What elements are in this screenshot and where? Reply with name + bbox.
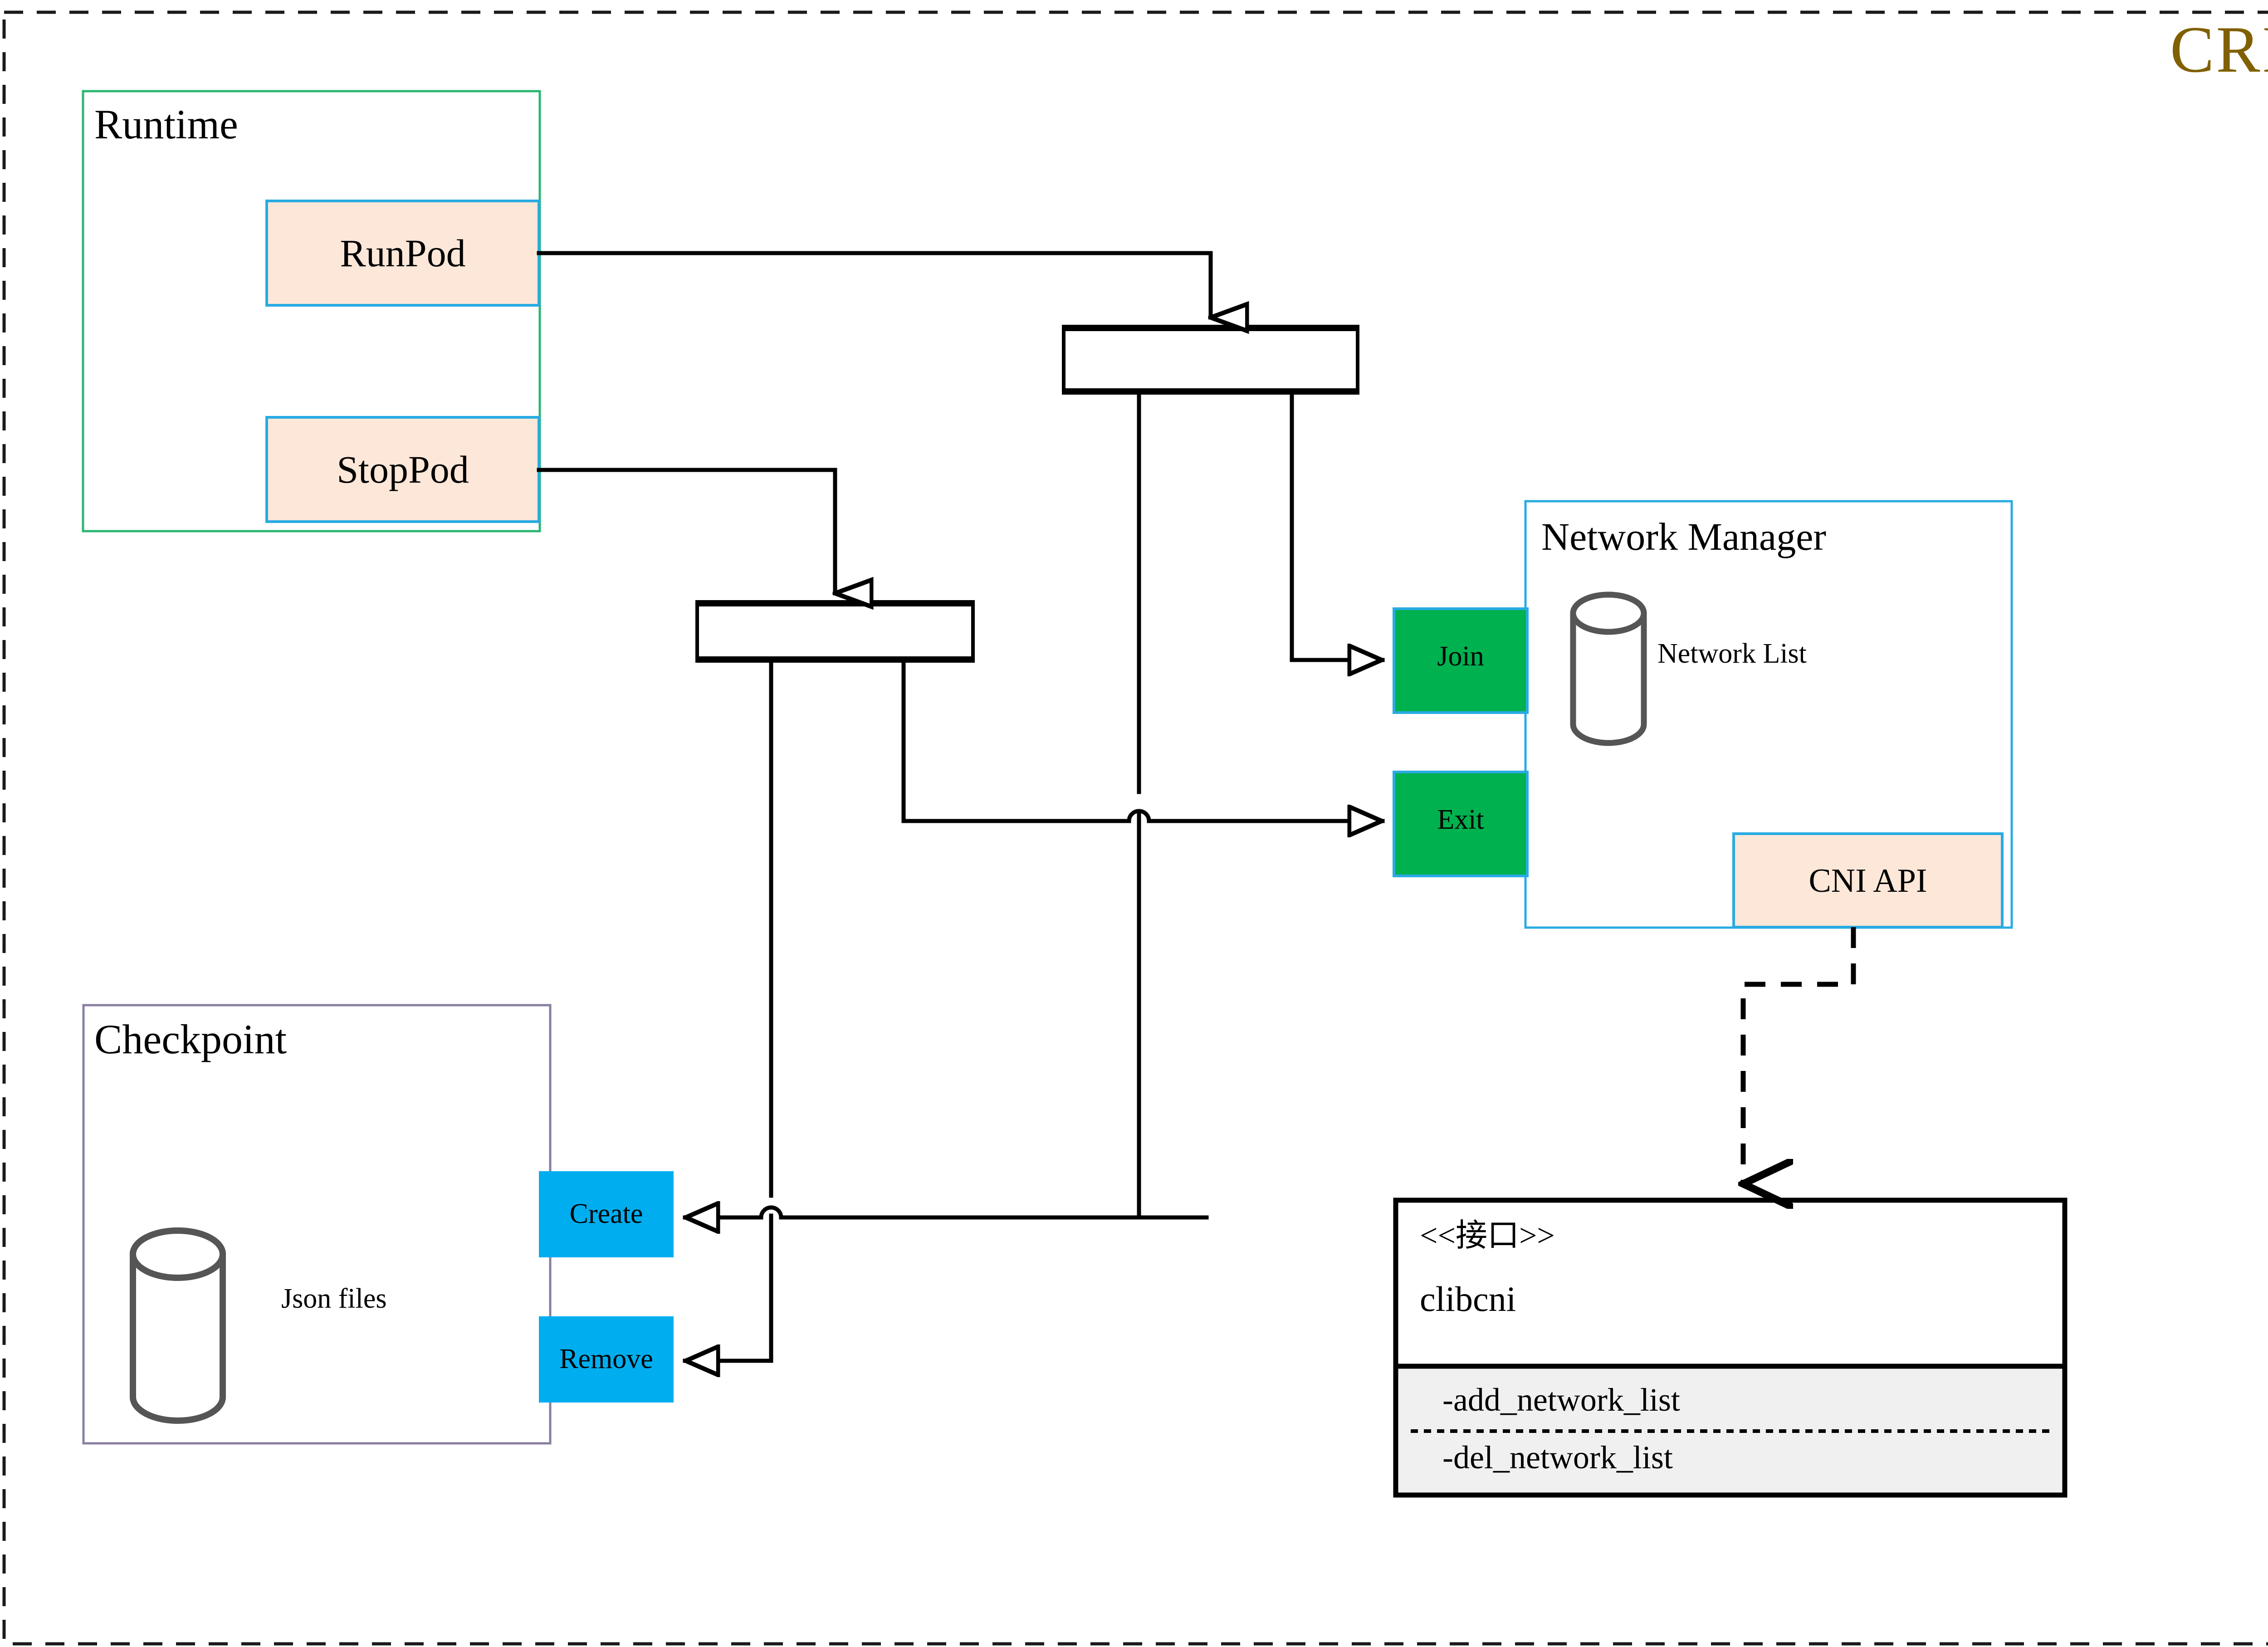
create-label[interactable]: Create xyxy=(569,1198,643,1229)
canvas-border xyxy=(2,10,2268,1646)
checkpoint-group-label: Checkpoint xyxy=(94,1016,287,1062)
network-manager-group-label: Network Manager xyxy=(1541,515,1827,558)
fork-bar-stoppod xyxy=(695,600,975,663)
edge-fork2-left-leg-cont xyxy=(683,1213,773,1361)
stoppod-label[interactable]: StopPod xyxy=(337,448,469,491)
edge-stoppod-to-fork xyxy=(537,468,835,593)
interface-name: clibcni xyxy=(1420,1279,1516,1319)
network-list-label: Network List xyxy=(1657,638,1807,669)
page-title: CRI xyxy=(2170,13,2268,86)
checkpoint-cylinder-icon xyxy=(130,1227,226,1424)
interface-stereotype: <<接口>> xyxy=(1420,1218,1555,1253)
remove-label[interactable]: Remove xyxy=(559,1344,653,1374)
edge-fork2-right-leg xyxy=(901,659,1131,823)
edge-cniapi-to-clibcni xyxy=(1743,927,1856,1184)
json-files-label: Json files xyxy=(281,1283,387,1314)
edge-fork1-right-to-join xyxy=(1290,391,1385,660)
edge-fork1-left-leg-cont xyxy=(1137,810,1209,1220)
line-hop-create xyxy=(759,1205,783,1218)
create-box xyxy=(539,1171,674,1257)
edge-runpod-to-fork xyxy=(537,251,1211,318)
join-port-box xyxy=(1393,607,1529,714)
exit-port-label[interactable]: Exit xyxy=(1437,804,1484,835)
runpod-box xyxy=(265,200,540,307)
interface-method-0: -add_network_list xyxy=(1442,1382,1680,1418)
runpod-label[interactable]: RunPod xyxy=(340,231,466,275)
network-list-cylinder-icon xyxy=(1570,591,1647,746)
cni-api-box xyxy=(1732,832,2004,929)
remove-box xyxy=(539,1316,674,1403)
fork-bar-runpod xyxy=(1062,325,1359,395)
join-port-label[interactable]: Join xyxy=(1437,641,1484,672)
line-hop-exit xyxy=(1127,809,1151,821)
exit-port-box xyxy=(1393,771,1529,877)
cni-api-label[interactable]: CNI API xyxy=(1809,862,1927,899)
runtime-group-label: Runtime xyxy=(94,101,238,147)
interface-method-1: -del_network_list xyxy=(1442,1439,1673,1476)
